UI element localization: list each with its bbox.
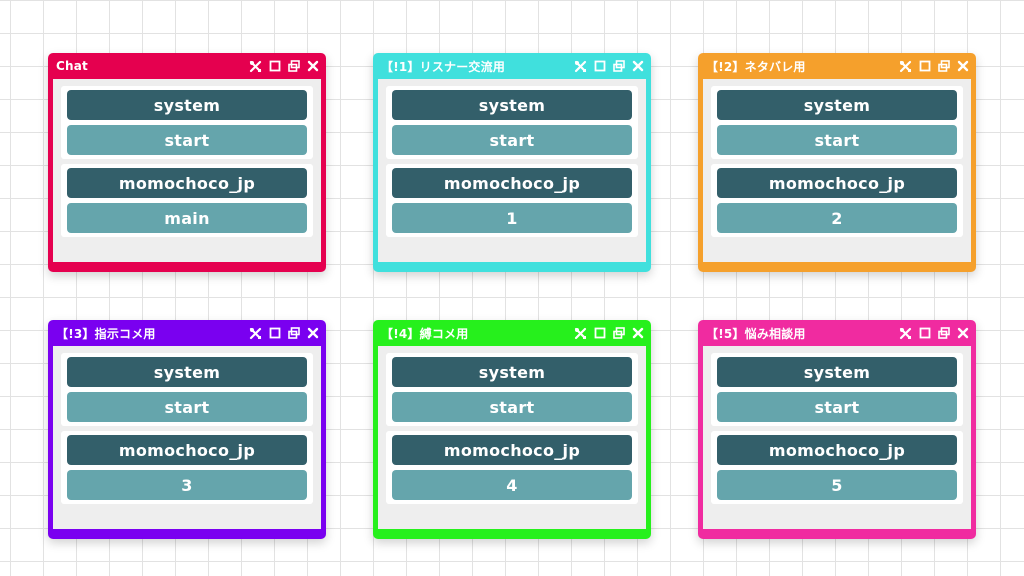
tools-icon[interactable]: [574, 327, 587, 340]
tools-icon[interactable]: [249, 327, 262, 340]
chat-window-1: 【!1】リスナー交流用 system start momochoco_jp 1: [373, 53, 651, 272]
message-username: momochoco_jp: [67, 435, 307, 465]
maximize-icon[interactable]: [918, 327, 931, 340]
chat-body: system start momochoco_jp 4: [378, 346, 646, 529]
chat-body: system start momochoco_jp 2: [703, 79, 971, 262]
window-titlebar[interactable]: 【!1】リスナー交流用: [378, 53, 646, 79]
restore-icon[interactable]: [937, 60, 950, 73]
maximize-icon[interactable]: [593, 60, 606, 73]
restore-icon[interactable]: [612, 327, 625, 340]
window-title: 【!5】悩み相談用: [706, 326, 806, 341]
maximize-icon[interactable]: [268, 327, 281, 340]
close-icon[interactable]: [306, 60, 319, 73]
message-username: momochoco_jp: [392, 435, 632, 465]
tools-icon[interactable]: [899, 327, 912, 340]
message-text: start: [717, 125, 957, 155]
window-controls: [899, 327, 969, 340]
message-text: 1: [392, 203, 632, 233]
window-controls: [249, 60, 319, 73]
chat-message: momochoco_jp 3: [61, 431, 313, 504]
close-icon[interactable]: [956, 60, 969, 73]
chat-message: system start: [711, 86, 963, 159]
close-icon[interactable]: [631, 327, 644, 340]
close-icon[interactable]: [306, 327, 319, 340]
message-username: momochoco_jp: [717, 435, 957, 465]
window-titlebar[interactable]: 【!2】ネタバレ用: [703, 53, 971, 79]
window-controls: [249, 327, 319, 340]
chat-message: momochoco_jp main: [61, 164, 313, 237]
window-controls: [899, 60, 969, 73]
message-username: system: [717, 90, 957, 120]
window-title: Chat: [56, 59, 88, 73]
chat-message: system start: [386, 86, 638, 159]
chat-message: system start: [61, 353, 313, 426]
message-text: start: [67, 392, 307, 422]
chat-body: system start momochoco_jp 1: [378, 79, 646, 262]
chat-window-2: 【!2】ネタバレ用 system start momochoco_jp 2: [698, 53, 976, 272]
chat-message: system start: [386, 353, 638, 426]
message-text: 3: [67, 470, 307, 500]
maximize-icon[interactable]: [268, 60, 281, 73]
tools-icon[interactable]: [899, 60, 912, 73]
window-titlebar[interactable]: Chat: [53, 53, 321, 79]
message-username: momochoco_jp: [67, 168, 307, 198]
close-icon[interactable]: [631, 60, 644, 73]
message-username: system: [392, 90, 632, 120]
tools-icon[interactable]: [574, 60, 587, 73]
message-text: 4: [392, 470, 632, 500]
message-username: momochoco_jp: [392, 168, 632, 198]
window-controls: [574, 60, 644, 73]
message-username: system: [67, 357, 307, 387]
window-titlebar[interactable]: 【!4】縛コメ用: [378, 320, 646, 346]
restore-icon[interactable]: [287, 327, 300, 340]
message-text: 5: [717, 470, 957, 500]
chat-message: system start: [61, 86, 313, 159]
window-titlebar[interactable]: 【!5】悩み相談用: [703, 320, 971, 346]
close-icon[interactable]: [956, 327, 969, 340]
window-title: 【!3】指示コメ用: [56, 326, 156, 341]
restore-icon[interactable]: [937, 327, 950, 340]
chat-body: system start momochoco_jp main: [53, 79, 321, 262]
message-username: momochoco_jp: [717, 168, 957, 198]
chat-message: momochoco_jp 4: [386, 431, 638, 504]
message-username: system: [717, 357, 957, 387]
chat-message: system start: [711, 353, 963, 426]
message-username: system: [392, 357, 632, 387]
window-title: 【!2】ネタバレ用: [706, 59, 806, 74]
chat-window-4: 【!4】縛コメ用 system start momochoco_jp 4: [373, 320, 651, 539]
chat-window-main: Chat system start momochoco_jp main: [48, 53, 326, 272]
restore-icon[interactable]: [612, 60, 625, 73]
window-title: 【!1】リスナー交流用: [381, 59, 506, 74]
window-title: 【!4】縛コメ用: [381, 326, 469, 341]
chat-window-3: 【!3】指示コメ用 system start momochoco_jp 3: [48, 320, 326, 539]
message-text: 2: [717, 203, 957, 233]
message-text: main: [67, 203, 307, 233]
maximize-icon[interactable]: [918, 60, 931, 73]
chat-body: system start momochoco_jp 3: [53, 346, 321, 529]
message-text: start: [717, 392, 957, 422]
message-username: system: [67, 90, 307, 120]
chat-message: momochoco_jp 5: [711, 431, 963, 504]
chat-window-5: 【!5】悩み相談用 system start momochoco_jp 5: [698, 320, 976, 539]
chat-message: momochoco_jp 1: [386, 164, 638, 237]
chat-message: momochoco_jp 2: [711, 164, 963, 237]
restore-icon[interactable]: [287, 60, 300, 73]
tools-icon[interactable]: [249, 60, 262, 73]
message-text: start: [392, 392, 632, 422]
chat-body: system start momochoco_jp 5: [703, 346, 971, 529]
message-text: start: [67, 125, 307, 155]
window-titlebar[interactable]: 【!3】指示コメ用: [53, 320, 321, 346]
window-controls: [574, 327, 644, 340]
message-text: start: [392, 125, 632, 155]
maximize-icon[interactable]: [593, 327, 606, 340]
